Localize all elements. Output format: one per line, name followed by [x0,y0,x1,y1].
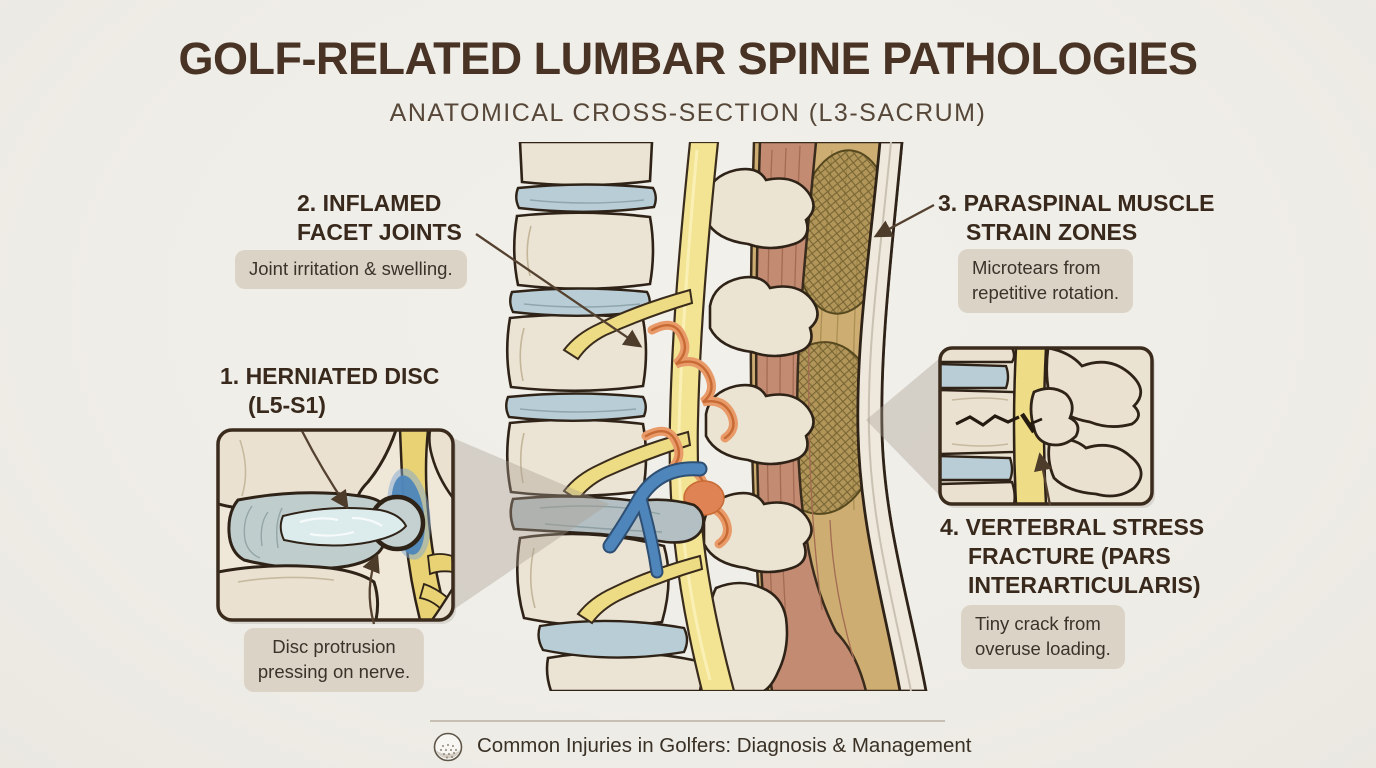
spine-cross-section-illustration [505,142,928,691]
pathology-4-caption: Tiny crack from overuse loading. [961,605,1125,669]
arrow-stress-fracture [1034,452,1053,506]
pathology-2-caption: Joint irritation & swelling. [235,250,467,289]
intervertebral-discs [505,183,689,659]
bone-contour-lines [519,225,536,609]
arrow-muscle-strain [873,203,935,238]
page-subtitle: ANATOMICAL CROSS-SECTION (L3-SACRUM) [389,99,987,127]
pathology-3-heading: 3. PARASPINAL MUSCLE STRAIN ZONES [938,190,1215,246]
compressed-nerve [602,461,708,579]
page-title: GOLF-RELATED LUMBAR SPINE PATHOLOGIES [178,33,1198,84]
arrow-disc-protrusion [362,553,380,625]
inset-border [216,428,455,622]
pathology-4-heading: 4. VERTEBRAL STRESS FRACTURE (PARS INTER… [940,514,1205,599]
inset-disc-nucleus [279,507,408,547]
nerve-roots [562,288,704,625]
pathology-1-heading: 1. HERNIATED DISC (L5-S1) [220,363,440,419]
pathology-1-caption: Disc protrusion pressing on nerve. [243,628,425,692]
arrow-facet-joints [475,233,643,348]
zoom-cones [453,358,940,610]
stress-fracture-crack [955,412,1043,434]
vertebral-column [505,142,703,691]
inset-border [938,346,1154,506]
leader-arrows [300,203,1053,625]
pathology-3-caption: Microtears from repetitive rotation. [958,249,1134,313]
stress-fracture-inset [938,346,1154,506]
herniated-disc-inset [216,428,455,622]
pathology-2-heading: 2. INFLAMED FACET JOINTS [297,190,462,246]
footer-text: Common Injuries in Golfers: Diagnosis & … [477,734,972,757]
inset-lower-vertebra [218,564,380,620]
arrow-herniated-disc [300,430,349,510]
golf-ball-icon [433,732,463,762]
spinal-canal-nerve [668,142,736,691]
